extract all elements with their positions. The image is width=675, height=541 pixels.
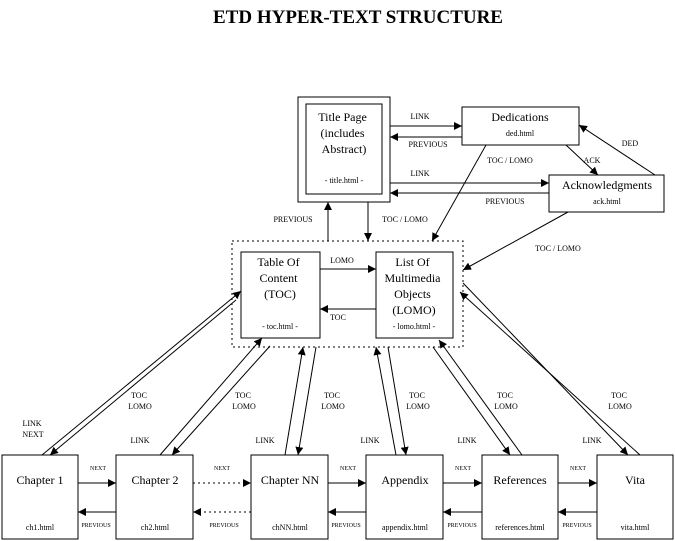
chapternn-label: Chapter NN bbox=[261, 473, 320, 487]
toc-lomo-group-frame bbox=[231, 240, 464, 348]
edge-label-link-vita: LINK bbox=[582, 436, 601, 445]
edge-label-toclomo-ref: TOC LOMO bbox=[494, 391, 518, 411]
chapter1-label: Chapter 1 bbox=[17, 473, 64, 487]
edge-label-previous-ded: PREVIOUS bbox=[408, 140, 447, 149]
chapter2-label: Chapter 2 bbox=[132, 473, 179, 487]
references-box bbox=[481, 454, 559, 540]
lomo-label: List Of Multimedia Objects (LOMO) bbox=[385, 255, 444, 317]
acknowledgments-box bbox=[548, 174, 665, 213]
edge-label-lomo: LOMO bbox=[330, 256, 354, 265]
vita-label: Vita bbox=[625, 473, 646, 487]
edge-lomo-to-references bbox=[432, 346, 511, 456]
edge-label-next-ch2: NEXT bbox=[214, 466, 230, 472]
edge-label-toclomo-app: TOC LOMO bbox=[406, 391, 430, 411]
edge-label-toclomo-ack: TOC / LOMO bbox=[535, 244, 581, 253]
acknowledgments-file: ack.html bbox=[593, 197, 622, 206]
edge-label-toclomo-ch1: TOC LOMO bbox=[128, 391, 152, 411]
chapter1-box bbox=[1, 454, 79, 540]
references-file: references.html bbox=[495, 523, 545, 532]
edge-references-to-lomo bbox=[438, 339, 523, 456]
edge-label-toc: TOC bbox=[330, 313, 346, 322]
lomo-file: - lomo.html - bbox=[393, 322, 436, 331]
edge-label-link-ack: LINK bbox=[410, 169, 429, 178]
edge-label-next-ch1: NEXT bbox=[90, 466, 106, 472]
edge-label-ded: DED bbox=[622, 139, 639, 148]
edge-toc-to-chapter2 bbox=[171, 345, 271, 456]
vita-box bbox=[596, 454, 674, 540]
edge-label-link-ch2: LINK bbox=[130, 436, 149, 445]
appendix-label: Appendix bbox=[381, 473, 428, 487]
edge-label-link-next-ch1: LINK NEXT bbox=[22, 419, 43, 439]
edge-label-next-app: NEXT bbox=[455, 466, 471, 472]
chapternn-box bbox=[250, 454, 329, 540]
acknowledgments-label: Acknowledgments bbox=[562, 178, 652, 192]
chapter2-box bbox=[115, 454, 194, 540]
edge-label-previous-ack: PREVIOUS bbox=[485, 197, 524, 206]
edge-label-toclomo-title: TOC / LOMO bbox=[382, 215, 428, 224]
edge-label-link-ref: LINK bbox=[457, 436, 476, 445]
edge-dedications-to-acknowledgments bbox=[565, 144, 599, 176]
diagram-title: ETD HYPER-TEXT STRUCTURE bbox=[213, 7, 503, 28]
dedications-file: ded.html bbox=[506, 129, 535, 138]
references-label: References bbox=[493, 473, 547, 487]
edge-chapter2-to-toc bbox=[159, 337, 263, 456]
edge-label-previous-vita: PREVIOUS bbox=[562, 523, 591, 529]
edge-label-toclomo-chnn: TOC LOMO bbox=[321, 391, 345, 411]
title-page-box bbox=[305, 103, 383, 195]
edge-lomo-to-appendix bbox=[387, 346, 409, 456]
edge-acknowledgments-to-dedications bbox=[578, 124, 656, 176]
edge-label-previous-ref: PREVIOUS bbox=[447, 523, 476, 529]
edge-label-previous-title: PREVIOUS bbox=[273, 215, 312, 224]
appendix-file: appendix.html bbox=[382, 523, 429, 532]
edge-label-previous-ch2: PREVIOUS bbox=[81, 523, 110, 529]
toc-label: Table Of Content (TOC) bbox=[257, 255, 302, 301]
edge-label-next-ref: NEXT bbox=[570, 466, 586, 472]
edge-vita-to-lomo bbox=[459, 291, 641, 456]
chapter1-file: ch1.html bbox=[26, 523, 55, 532]
edge-label-previous-app: PREVIOUS bbox=[331, 523, 360, 529]
edge-appendix-to-lomo bbox=[373, 346, 397, 456]
title-page-label: Title Page (includes Abstract) bbox=[318, 110, 370, 156]
edge-label-toclomo-ch2: TOC LOMO bbox=[232, 391, 256, 411]
edge-chapternn-to-toc bbox=[284, 346, 306, 456]
edge-label-toclomo-vita: TOC LOMO bbox=[608, 391, 632, 411]
chapternn-file: chNN.html bbox=[272, 523, 309, 532]
edge-acknowledgments-to-lomo bbox=[462, 211, 569, 271]
edge-label-next-chnn: NEXT bbox=[340, 466, 356, 472]
edge-label-ack: ACK bbox=[584, 156, 601, 165]
dedications-box bbox=[461, 106, 580, 146]
edge-label-previous-chnn: PREVIOUS bbox=[209, 523, 238, 529]
edge-label-link-app: LINK bbox=[360, 436, 379, 445]
dedications-label: Dedications bbox=[491, 110, 549, 124]
title-page-file: - title.html - bbox=[325, 176, 364, 185]
toc-file: - toc.html - bbox=[262, 322, 298, 331]
chapter2-file: ch2.html bbox=[141, 523, 170, 532]
vita-file: vita.html bbox=[621, 523, 650, 532]
edge-chapter1-to-toc bbox=[41, 290, 242, 456]
lomo-box bbox=[375, 251, 454, 339]
edge-label-link-chnn: LINK bbox=[255, 436, 274, 445]
edge-label-link-ded: LINK bbox=[410, 112, 429, 121]
appendix-box bbox=[365, 454, 444, 540]
edge-toc-to-chapter1 bbox=[49, 299, 237, 456]
edge-dedications-to-lomo bbox=[431, 144, 487, 242]
edge-label-toclomo-ded: TOC / LOMO bbox=[487, 156, 533, 165]
edge-toc-to-chapternn bbox=[295, 346, 317, 456]
toc-box bbox=[240, 251, 321, 339]
